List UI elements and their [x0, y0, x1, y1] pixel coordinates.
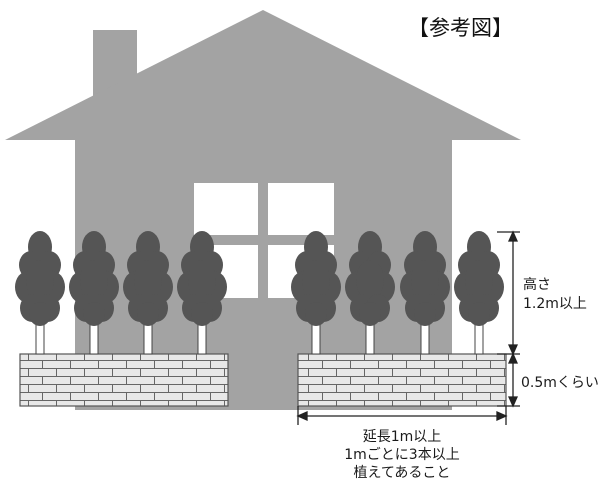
tree	[400, 231, 450, 355]
tree-crown-part	[359, 302, 381, 326]
tree-crown-part	[29, 302, 51, 326]
tree-crown-part	[80, 260, 108, 300]
height-arrow-top	[507, 230, 519, 242]
house-roof	[5, 10, 521, 140]
tree-crown-part	[137, 302, 159, 326]
tree-crown-part	[305, 302, 327, 326]
wall-arrow-bottom	[507, 396, 519, 408]
figure-title: 【参考図】	[408, 16, 513, 40]
tree-trunk	[474, 321, 484, 355]
tree-crown-part	[465, 260, 493, 300]
height-arrow-bottom	[507, 344, 519, 356]
tree-crown-part	[134, 260, 162, 300]
tree-crown-part	[83, 302, 105, 326]
tree-trunk	[365, 321, 375, 355]
tree	[345, 231, 395, 355]
tree-crown-part	[414, 302, 436, 326]
tree	[123, 231, 173, 355]
tree-crown-part	[191, 302, 213, 326]
wall-arrow-top	[507, 352, 519, 364]
note-line1: 延長1m以上	[363, 429, 442, 445]
tree	[69, 231, 119, 355]
length-arrow-left	[296, 410, 308, 422]
note-line3: 植えてあること	[354, 465, 451, 480]
tree-crown-part	[26, 260, 54, 300]
house	[5, 10, 521, 410]
tree	[15, 231, 65, 355]
tree-trunk	[420, 321, 430, 355]
tree-trunk	[311, 321, 321, 355]
tree-trunk	[197, 321, 207, 355]
brick-wall-right	[297, 353, 507, 407]
tree-crown-part	[411, 260, 439, 300]
tree-trunk	[35, 321, 45, 355]
tree-row	[15, 231, 504, 355]
length-arrow-right	[496, 410, 508, 422]
wall-height-label: 0.5mくらい	[521, 375, 599, 391]
tree	[454, 231, 504, 355]
tree-crown-part	[188, 260, 216, 300]
height-label-line1: 高さ	[523, 276, 551, 293]
tree	[291, 231, 341, 355]
brick-wall-left	[19, 353, 229, 407]
tree-crown-part	[468, 302, 490, 326]
note-line2: 1mごとに3本以上	[344, 447, 459, 463]
tree-trunk	[143, 321, 153, 355]
tree-crown-part	[302, 260, 330, 300]
tree-trunk	[89, 321, 99, 355]
dimension-lines	[296, 230, 520, 425]
height-label-line2: 1.2m以上	[523, 296, 587, 312]
tree-crown-part	[356, 260, 384, 300]
tree	[177, 231, 227, 355]
